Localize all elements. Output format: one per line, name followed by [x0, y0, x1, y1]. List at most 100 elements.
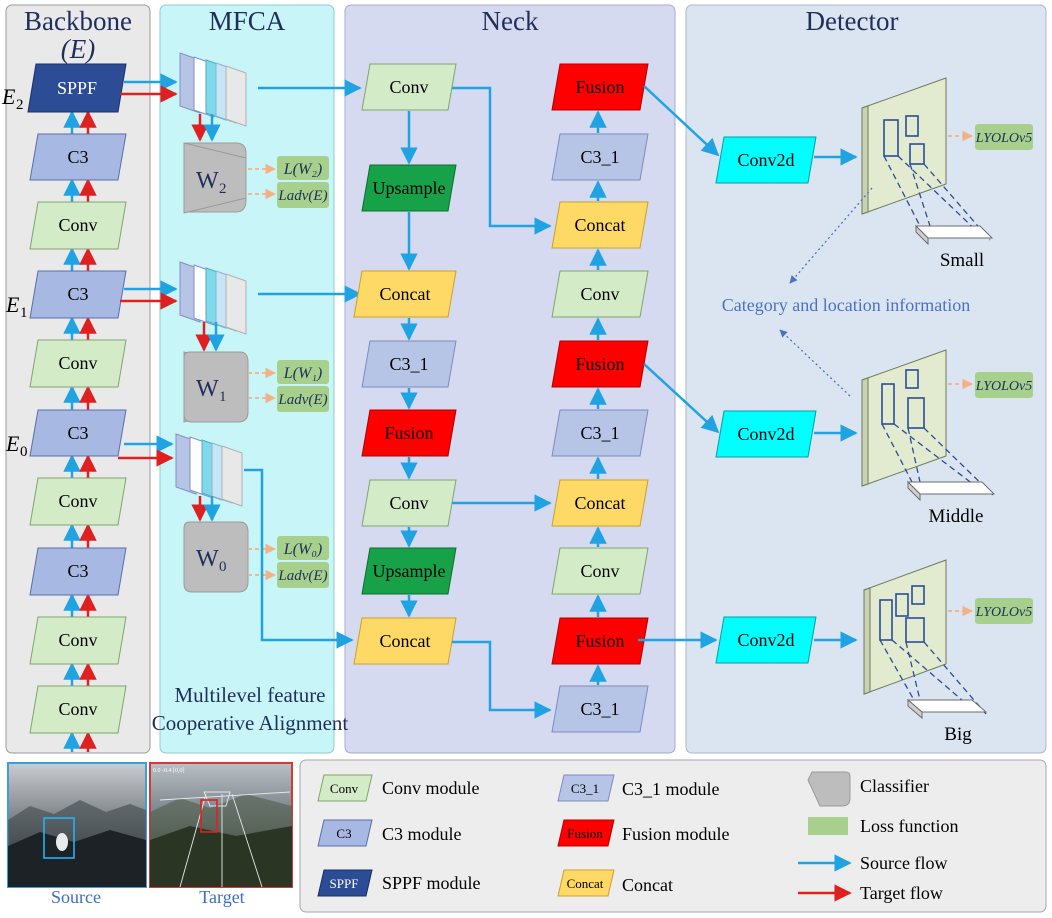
detection-head-middle	[861, 349, 996, 502]
classifier-w0: W 0	[183, 521, 249, 593]
svg-text:C3 module: C3 module	[382, 824, 462, 844]
svg-text:Conv2d: Conv2d	[737, 630, 794, 650]
svg-text:0: 0	[20, 444, 28, 460]
backbone-c3-block-4: C3	[29, 133, 127, 181]
svg-text:SPPF module: SPPF module	[382, 873, 481, 893]
svg-text:1: 1	[219, 389, 227, 405]
svg-text:E: E	[5, 292, 20, 317]
neck-concat-right-mid: Concat	[551, 479, 649, 527]
loss-box-adv-0: Ladv(E)	[277, 562, 329, 588]
neck-conv-right-top: Conv	[551, 270, 649, 318]
svg-text:SPPF: SPPF	[57, 78, 97, 98]
svg-text:Ladv(E): Ladv(E)	[277, 568, 327, 584]
target-image: 0.0 -0.4 [0,0]	[149, 762, 293, 888]
svg-text:Conv module: Conv module	[382, 778, 480, 798]
mfca-caption-line2: Cooperative Alignment	[152, 711, 349, 735]
svg-text:Classifier: Classifier	[860, 776, 929, 796]
target-image-label: Target	[199, 887, 244, 907]
svg-text:C3: C3	[67, 423, 88, 443]
svg-text:Target flow: Target flow	[860, 883, 943, 903]
svg-text:E: E	[5, 431, 20, 456]
mfca-to-neck-arrows	[244, 79, 362, 649]
svg-text:C3_1: C3_1	[580, 699, 619, 719]
backbone-conv-block-1: Conv	[29, 616, 127, 665]
svg-text:Conv: Conv	[330, 781, 359, 796]
svg-text:Fusion: Fusion	[575, 631, 624, 651]
svg-text:Conv: Conv	[58, 630, 97, 650]
neck-concat-left-1: Concat	[353, 270, 457, 318]
feature-stack-e2	[179, 52, 247, 127]
svg-text:Fusion: Fusion	[575, 354, 624, 374]
svg-text:W: W	[196, 168, 219, 194]
svg-text:Fusion module: Fusion module	[622, 824, 730, 844]
neck-fusion-top: Fusion	[551, 63, 649, 111]
stack-to-classifier-arrows	[191, 114, 225, 522]
svg-text:2: 2	[16, 97, 24, 113]
loss-box-w2: L(W₂)	[277, 156, 329, 180]
neck-conv-right-bottom: Conv	[551, 547, 649, 595]
feature-stack-e0	[175, 433, 243, 507]
loss-box-adv-1: Ladv(E)	[277, 386, 329, 412]
legend-c3-1: C3_1 C3_1 module	[557, 774, 720, 802]
svg-text:Concat: Concat	[575, 215, 626, 235]
detection-head-big	[863, 559, 988, 720]
neck-title: Neck	[482, 6, 539, 36]
info-dotted-arrows	[779, 187, 873, 397]
svg-text:Conv: Conv	[389, 77, 428, 97]
e0-label: E 0	[5, 431, 28, 460]
backbone-title: Backbone	[24, 6, 132, 36]
svg-text:C3_1: C3_1	[389, 354, 428, 374]
svg-text:Conv: Conv	[580, 561, 619, 581]
svg-text:C3_1: C3_1	[580, 147, 619, 167]
backbone-c3-block-2: C3	[29, 409, 127, 457]
neck-c3-1-right-bottom: C3_1	[551, 685, 649, 733]
mfca-caption-line1: Multilevel feature	[174, 683, 325, 707]
svg-text:Conv: Conv	[58, 491, 97, 511]
classifier-w2: W 2	[183, 142, 247, 214]
scale-label-small: Small	[940, 250, 984, 271]
neck-fusion-mid: Fusion	[551, 340, 649, 388]
svg-text:0.0 -0.4 [0,0]: 0.0 -0.4 [0,0]	[153, 768, 185, 774]
svg-text:LYOLOv5: LYOLOv5	[975, 131, 1033, 146]
backbone-conv-block-2: Conv	[29, 477, 127, 526]
svg-text:Concat: Concat	[380, 631, 431, 651]
svg-text:2: 2	[219, 181, 227, 197]
svg-text:Conv2d: Conv2d	[737, 150, 794, 170]
loss-yolo-big: LYOLOv5	[975, 598, 1033, 624]
svg-text:Fusion: Fusion	[575, 77, 624, 97]
svg-text:LYOLOv5: LYOLOv5	[975, 605, 1033, 620]
backbone-c3-block-1: C3	[29, 547, 127, 596]
loss-box-w1: L(W₁)	[277, 360, 329, 384]
e2-label: E 2	[1, 84, 24, 113]
svg-text:Fusion: Fusion	[567, 826, 603, 841]
legend-c3: C3 C3 module	[317, 819, 462, 847]
neck-conv-top: Conv	[361, 63, 457, 111]
svg-text:Source flow: Source flow	[860, 853, 947, 873]
backbone-flow-arrows	[63, 110, 97, 752]
neck-concat-left-2: Concat	[353, 617, 457, 665]
svg-text:L(W₁): L(W₁)	[283, 365, 322, 382]
svg-text:Conv: Conv	[389, 493, 428, 513]
svg-text:Concat: Concat	[575, 493, 626, 513]
e1-label: E 1	[5, 292, 28, 321]
category-location-info: Category and location information	[722, 295, 970, 315]
svg-text:Fusion: Fusion	[384, 423, 433, 443]
loss-box-adv-2: Ladv(E)	[277, 182, 329, 208]
svg-text:0: 0	[219, 559, 227, 575]
backbone-sppf-block: SPPF	[27, 63, 127, 113]
svg-text:Conv: Conv	[58, 353, 97, 373]
source-image-label: Source	[51, 887, 101, 907]
legend-panel	[299, 759, 1047, 913]
neck-upsample-top: Upsample	[361, 164, 457, 212]
neck-conv-mid: Conv	[361, 479, 457, 527]
loss-yolo-small: LYOLOv5	[975, 124, 1033, 150]
svg-text:C3_1: C3_1	[571, 781, 599, 796]
legend-concat: Concat Concat	[557, 869, 673, 897]
loss-box-w0: L(W₀)	[277, 536, 329, 560]
legend-source-flow: Source flow	[798, 853, 947, 873]
svg-text:L(W₀): L(W₀)	[283, 541, 322, 558]
backbone-conv-block-0: Conv	[29, 685, 127, 734]
classifier-w1: W 1	[183, 351, 249, 423]
svg-text:E: E	[1, 84, 16, 109]
